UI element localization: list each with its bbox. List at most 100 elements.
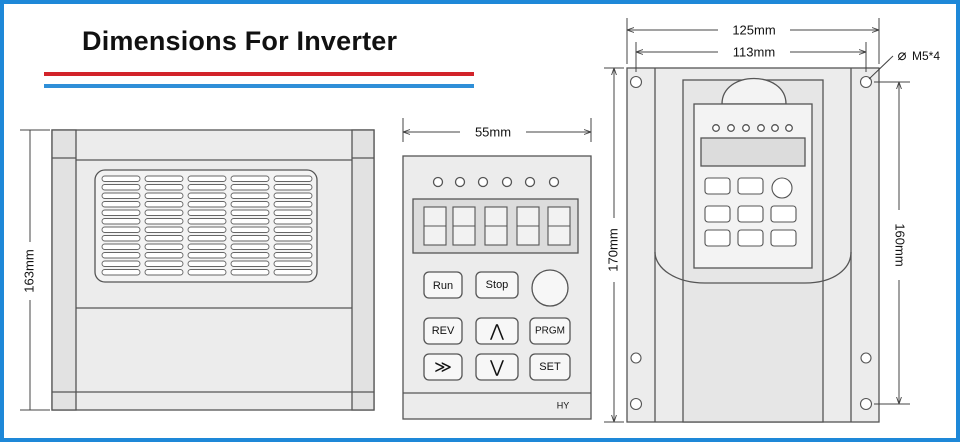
- vent-slot: [230, 184, 270, 191]
- up-button[interactable]: [475, 317, 519, 345]
- vent-slot: [144, 243, 184, 250]
- vent-slot: [101, 235, 141, 242]
- vent-slot: [273, 226, 313, 233]
- set-button-label: SET: [539, 361, 561, 373]
- rear-width-dimensions: [626, 18, 880, 72]
- vent-slot: [101, 175, 141, 182]
- vent-slot: [273, 269, 313, 276]
- vent-slot: [230, 243, 270, 250]
- vent-slot: [101, 209, 141, 216]
- side-height-dimension: [20, 129, 50, 411]
- run-button-label: Run: [433, 280, 453, 292]
- vent-slot: [187, 192, 227, 199]
- rear-display-window: [700, 137, 806, 167]
- vent-slot: [273, 184, 313, 191]
- vent-slot: [101, 252, 141, 259]
- mount-hole-leader: [868, 55, 894, 80]
- vent-slot: [187, 269, 227, 276]
- side-height-label: 163mm: [21, 249, 36, 292]
- vent-slot: [230, 201, 270, 208]
- vent-slot: [230, 260, 270, 267]
- front-width-dimension: [402, 118, 592, 142]
- diameter-symbol-icon: ⌀: [897, 47, 906, 64]
- vent-slot: [273, 243, 313, 250]
- run-button[interactable]: [423, 271, 463, 299]
- vent-slot: [101, 260, 141, 267]
- vent-slot: [101, 269, 141, 276]
- vent-slot: [101, 218, 141, 225]
- vent-slot: [187, 201, 227, 208]
- vent-slot: [144, 269, 184, 276]
- vent-slot: [187, 226, 227, 233]
- front-view: [402, 155, 592, 420]
- vent-slot: [230, 192, 270, 199]
- vent-slot: [144, 218, 184, 225]
- vent-slot: [273, 218, 313, 225]
- shift-button-label: ≫: [434, 357, 452, 376]
- front-brand-label: HY: [557, 400, 570, 410]
- vent-slot: [230, 252, 270, 259]
- rear-view-display-hood: [721, 77, 787, 105]
- down-button-label: ⋁: [489, 357, 504, 376]
- set-button[interactable]: [529, 353, 571, 381]
- rear-mounting-holes: [629, 75, 873, 411]
- rear-hole-height-label: 160mm: [893, 223, 908, 266]
- rev-button[interactable]: [423, 317, 463, 345]
- vent-slot: [144, 184, 184, 191]
- vent-slot: [273, 175, 313, 182]
- vent-slot: [273, 201, 313, 208]
- front-width-label: 55mm: [475, 124, 511, 139]
- vent-slot: [101, 243, 141, 250]
- vent-slot: [230, 269, 270, 276]
- vent-slot: [230, 235, 270, 242]
- vent-slot: [187, 235, 227, 242]
- mount-hole-label: M5*4: [912, 49, 940, 63]
- rev-button-label: REV: [432, 325, 455, 337]
- vent-slot: [187, 260, 227, 267]
- vent-slot: [144, 252, 184, 259]
- down-button[interactable]: [475, 353, 519, 381]
- vent-slot: [144, 235, 184, 242]
- vent-slot: [101, 226, 141, 233]
- vent-slot: [187, 175, 227, 182]
- page-title: Dimensions For Inverter: [82, 26, 398, 56]
- vent-slot: [101, 184, 141, 191]
- vent-slot: [144, 209, 184, 216]
- side-view-rib-right: [351, 129, 375, 411]
- vent-slot: [144, 226, 184, 233]
- vent-slot: [144, 260, 184, 267]
- vent-slot: [273, 252, 313, 259]
- vent-slot: [101, 201, 141, 208]
- vent-slot: [144, 175, 184, 182]
- vent-slot: [230, 175, 270, 182]
- vent-slot: [273, 209, 313, 216]
- stop-button-label: Stop: [486, 279, 509, 291]
- vent-slot: [144, 192, 184, 199]
- side-view-rib-left: [51, 129, 77, 411]
- front-seven-segment-digits: [423, 206, 571, 246]
- vent-slot: [144, 201, 184, 208]
- prgm-button[interactable]: [529, 317, 571, 345]
- rear-view: [626, 67, 880, 423]
- vent-slot: [187, 218, 227, 225]
- vent-slot: [101, 192, 141, 199]
- side-view: [51, 129, 375, 411]
- vent-slot: [230, 209, 270, 216]
- rear-outer-height-label: 170mm: [605, 228, 620, 271]
- vent-slot: [273, 260, 313, 267]
- front-led-row: [432, 176, 560, 188]
- title-underline-red: [44, 72, 474, 76]
- vent-slot: [273, 235, 313, 242]
- stop-button[interactable]: [475, 271, 519, 299]
- rear-view-cover-step: [654, 251, 852, 284]
- up-button-label: ⋀: [489, 321, 504, 340]
- shift-button[interactable]: [423, 353, 463, 381]
- vent-slot: [187, 184, 227, 191]
- prgm-button-label: PRGM: [535, 326, 565, 337]
- vent-slot: [187, 209, 227, 216]
- rear-led-row: [712, 124, 793, 132]
- rear-keypad-buttons: [704, 177, 797, 247]
- speed-knob[interactable]: [531, 269, 569, 307]
